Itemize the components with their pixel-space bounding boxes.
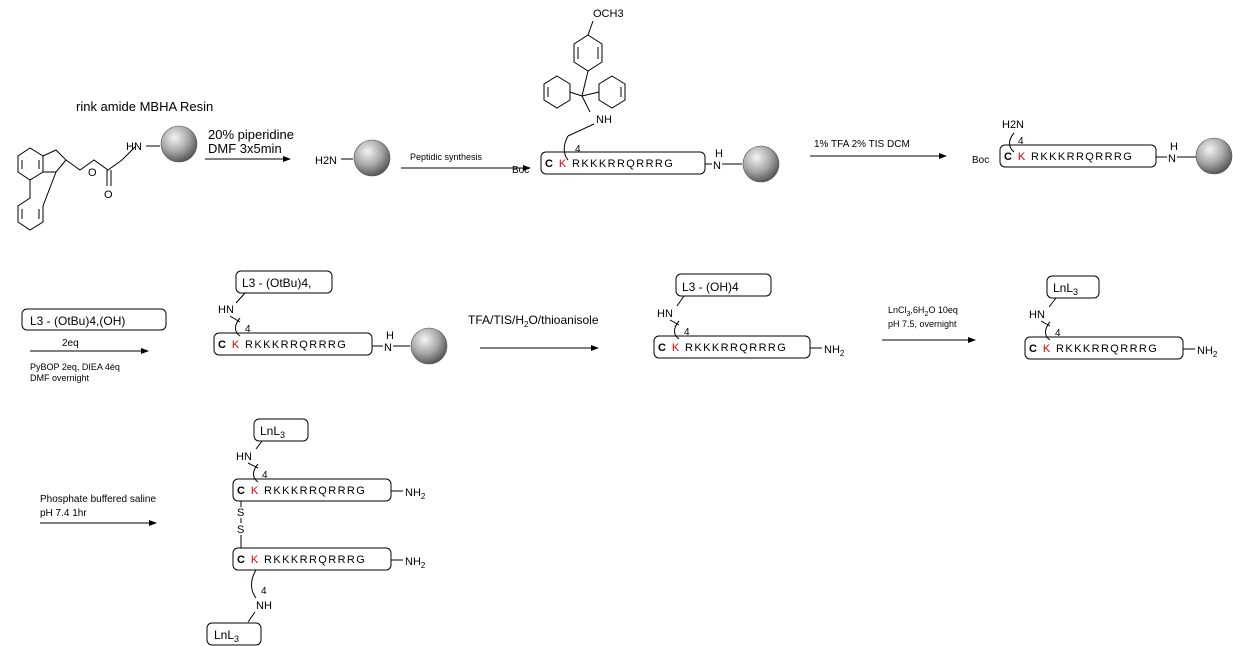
- chain-count-label: 4: [261, 586, 267, 597]
- coupling-equiv-label: 2eq: [62, 338, 79, 349]
- global-deprotect-label: TFA/TIS/H2O/thioanisole: [468, 313, 599, 329]
- pbs-condition-1: Phosphate buffered saline: [40, 494, 156, 505]
- protected-ligand-peptide-resin-structure: L3 - (OtBu)4, HN 4 C K RKKKRRQRRRG H N: [213, 270, 448, 365]
- methoxy-label: OCH3: [593, 8, 624, 20]
- hn-label: HN: [218, 304, 234, 316]
- step-metalation: LnCl3,6H2O 10eq pH 7.5, overnight: [882, 305, 976, 343]
- hn-label: HN: [1029, 309, 1045, 321]
- peptide-sequence: C K RKKKRRQRRRG: [218, 339, 347, 351]
- mmt-peptide-resin-structure: OCH3 NH 4 Boc C K RKKKRRQRRRG H N: [512, 8, 780, 183]
- h2n-label: H2N: [1002, 119, 1024, 131]
- step-pbs-dimerization: Phosphate buffered saline pH 7.4 1hr: [40, 494, 157, 526]
- step-ligand-coupling: L3 - (OtBu)4,(OH) 2eq PyBOP 2eq, DIEA 4é…: [21, 308, 167, 383]
- peptide-sequence: C K RKKKRRQRRRG: [237, 554, 366, 566]
- peptide-sequence: C K RKKKRRQRRRG: [237, 485, 366, 497]
- resin-bead: [742, 145, 780, 183]
- boc-label: Boc: [972, 155, 989, 166]
- deprotected-ligand-peptide-structure: L3 - (OH)4 HN 4 C K RKKKRRQRRRG NH2: [653, 273, 845, 359]
- hn-label: HN: [236, 451, 252, 463]
- sulfur-label: S: [237, 507, 244, 519]
- h2n-label: H2N: [315, 155, 337, 167]
- resin-bead: [353, 139, 391, 177]
- free-lysine-peptide-resin-structure: H2N 4 Boc C K RKKKRRQRRRG H N: [972, 119, 1233, 175]
- amine-resin-structure: H2N: [315, 139, 391, 177]
- trityl-nh-label: NH: [596, 114, 612, 126]
- step-peptidic-synthesis: Peptidic synthesis: [401, 152, 531, 171]
- disulfide-dimer-structure: LnL3 HN 4 C K RKKKRRQRRRG NH2 S S C K RK…: [206, 418, 426, 646]
- peptide-sequence: C K RKKKRRQRRRG: [1004, 151, 1133, 163]
- amide-h-label: H: [386, 330, 394, 342]
- chain-count-label: 4: [575, 144, 581, 155]
- step-mmt-cleavage: 1% TFA 2% TIS DCM: [810, 139, 947, 159]
- protected-ligand-reagent: L3 - (OtBu)4,(OH): [30, 314, 125, 328]
- coupling-condition-1: PyBOP 2eq, DIEA 4éq: [30, 362, 120, 372]
- metalation-condition-1: LnCl3,6H2O 10eq: [888, 305, 958, 318]
- resin-bead: [160, 125, 198, 163]
- amide-n-label: N: [1168, 153, 1176, 165]
- peptide-sequence: C K RKKKRRQRRRG: [545, 158, 674, 170]
- chain-count-label: 4: [262, 470, 268, 481]
- metalation-condition-2: pH 7.5, overnight: [888, 319, 957, 329]
- metalated-peptide-structure: LnL3 HN 4 C K RKKKRRQRRRG NH2: [1024, 275, 1218, 360]
- carbonyl-oxygen-label: O: [104, 189, 113, 201]
- amide-n-label: N: [713, 160, 721, 172]
- resin-bead: [1195, 137, 1233, 175]
- nh2-label: NH2: [405, 487, 426, 501]
- step-global-deprotection: TFA/TIS/H2O/thioanisole: [468, 313, 599, 351]
- fmoc-resin-structure: rink amide MBHA Resin O O HN: [17, 99, 213, 231]
- deprotect-condition-1: 20% piperidine: [208, 127, 294, 142]
- peptide-sequence: C K RKKKRRQRRRG: [658, 342, 787, 354]
- complex-label: LnL3: [1053, 281, 1078, 297]
- sulfur-label: S: [237, 524, 244, 536]
- chain-count-label: 4: [1055, 328, 1061, 339]
- chain-count-label: 4: [245, 324, 251, 335]
- nh2-label: NH2: [1197, 345, 1218, 359]
- chain-count-label: 4: [684, 327, 690, 338]
- ester-oxygen-label: O: [88, 167, 97, 179]
- boc-label: Boc: [512, 165, 529, 176]
- nh-label: NH: [256, 600, 272, 612]
- nh2-label: NH2: [824, 344, 845, 358]
- deprotect-condition-2: DMF 3x5min: [208, 141, 282, 156]
- protected-ligand-label: L3 - (OtBu)4,: [242, 276, 311, 290]
- amide-n-label: N: [384, 342, 392, 354]
- pbs-condition-2: pH 7.4 1hr: [40, 508, 87, 519]
- coupling-condition-2: DMF overnight: [30, 373, 90, 383]
- carbamate-nh-label: HN: [126, 141, 142, 153]
- peptidic-synthesis-label: Peptidic synthesis: [410, 152, 483, 162]
- peptide-sequence: C K RKKKRRQRRRG: [1029, 343, 1158, 355]
- complex-label: LnL3: [214, 628, 239, 644]
- amide-h-label: H: [715, 148, 723, 160]
- resin-name-label: rink amide MBHA Resin: [76, 99, 213, 114]
- complex-label: LnL3: [260, 424, 285, 440]
- hn-label: HN: [657, 308, 673, 320]
- amide-h-label: H: [1170, 141, 1178, 153]
- step-fmoc-deprotection: 20% piperidine DMF 3x5min: [205, 127, 294, 162]
- nh2-label: NH2: [405, 556, 426, 570]
- chain-count-label: 4: [1018, 136, 1024, 147]
- deprotected-ligand-label: L3 - (OH)4: [682, 280, 739, 294]
- cleave-mmt-label: 1% TFA 2% TIS DCM: [814, 139, 910, 150]
- resin-bead: [410, 327, 448, 365]
